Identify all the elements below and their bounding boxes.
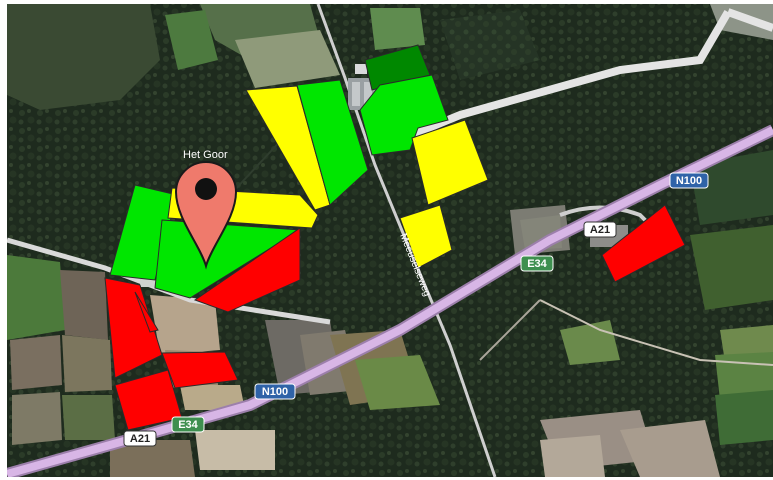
road-shield-a21-lower: A21 <box>123 430 157 447</box>
field-parcel-red[interactable] <box>161 351 239 389</box>
location-pin-icon[interactable] <box>174 161 238 270</box>
road-shield-a21-upper: A21 <box>583 221 617 238</box>
road-shield-label: N100 <box>676 175 702 187</box>
motorway-a21 <box>7 124 773 477</box>
field-parcels <box>104 44 686 431</box>
road-shield-e34-lower: E34 <box>171 416 205 433</box>
map-view[interactable]: Het Goor Meeuselseweg N100 A21 E34 N100 … <box>7 4 773 477</box>
road-network <box>7 4 773 477</box>
road-shield-n100-upper: N100 <box>669 172 709 189</box>
field-parcel-red[interactable] <box>193 227 301 313</box>
field-parcel-red[interactable] <box>134 291 159 333</box>
road-shield-label: N100 <box>262 386 288 398</box>
field-parcel-red[interactable] <box>601 204 686 283</box>
field-parcel-green[interactable] <box>154 219 302 299</box>
road-shield-n100-lower: N100 <box>254 383 296 400</box>
place-label-het-goor: Het Goor <box>183 149 228 161</box>
field-parcel-yellow[interactable] <box>411 119 489 206</box>
field-parcel-yellow[interactable] <box>399 204 453 269</box>
field-parcel-red[interactable] <box>104 277 163 379</box>
road-shield-label: A21 <box>130 433 150 445</box>
road-shield-label: E34 <box>527 258 547 270</box>
road-shield-label: A21 <box>590 224 610 236</box>
road-shield-label: E34 <box>178 419 198 431</box>
terrain-patches <box>7 4 773 477</box>
field-parcel-green[interactable] <box>296 79 369 206</box>
road-shield-e34-upper: E34 <box>520 255 554 272</box>
